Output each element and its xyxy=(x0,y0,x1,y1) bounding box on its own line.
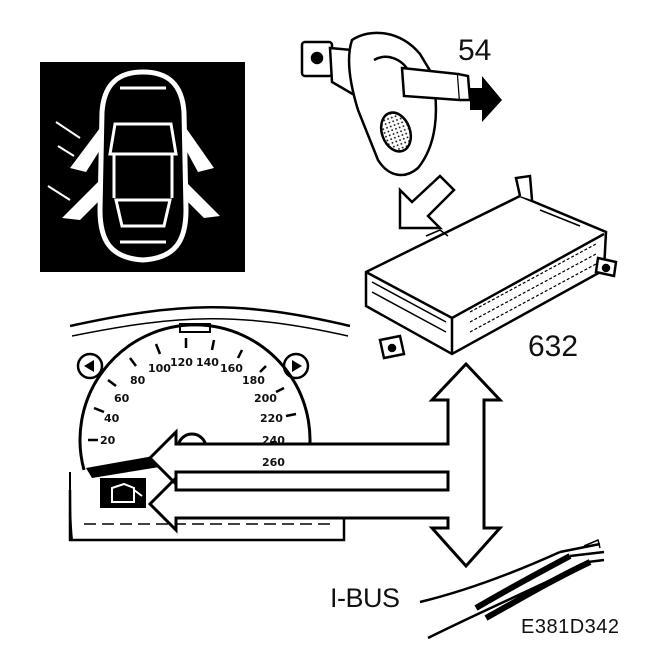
switch-arrow-right xyxy=(470,76,502,122)
control-module-label: 632 xyxy=(528,330,579,363)
tick-label: 140 xyxy=(196,356,219,369)
door-switch-icon xyxy=(300,31,472,177)
figure-code: E381D342 xyxy=(521,616,620,638)
tick-label: 260 xyxy=(262,456,285,469)
tick-label: 200 xyxy=(254,392,277,405)
speedometer-tick-labels: 20 40 60 80 100 120 140 160 180 200 220 … xyxy=(100,356,285,469)
bus-cable-icon xyxy=(419,538,605,640)
door-switch-label: 54 xyxy=(458,34,492,67)
tick-label: 60 xyxy=(114,392,130,405)
tick-label: 180 xyxy=(242,374,265,387)
tick-label: 20 xyxy=(100,434,116,447)
tick-label: 100 xyxy=(148,362,171,375)
tick-label: 220 xyxy=(260,412,283,425)
signal-arrows xyxy=(147,361,504,569)
tick-label: 120 xyxy=(170,356,193,369)
car-doors-open-icon xyxy=(40,62,245,272)
control-module-icon xyxy=(364,174,618,360)
tick-label: 240 xyxy=(262,434,285,447)
tick-label: 40 xyxy=(104,412,120,425)
bus-label: I-BUS xyxy=(330,583,400,613)
tick-label: 160 xyxy=(220,362,243,375)
switch-to-module-arrow xyxy=(398,174,456,230)
tick-label: 80 xyxy=(130,374,146,387)
